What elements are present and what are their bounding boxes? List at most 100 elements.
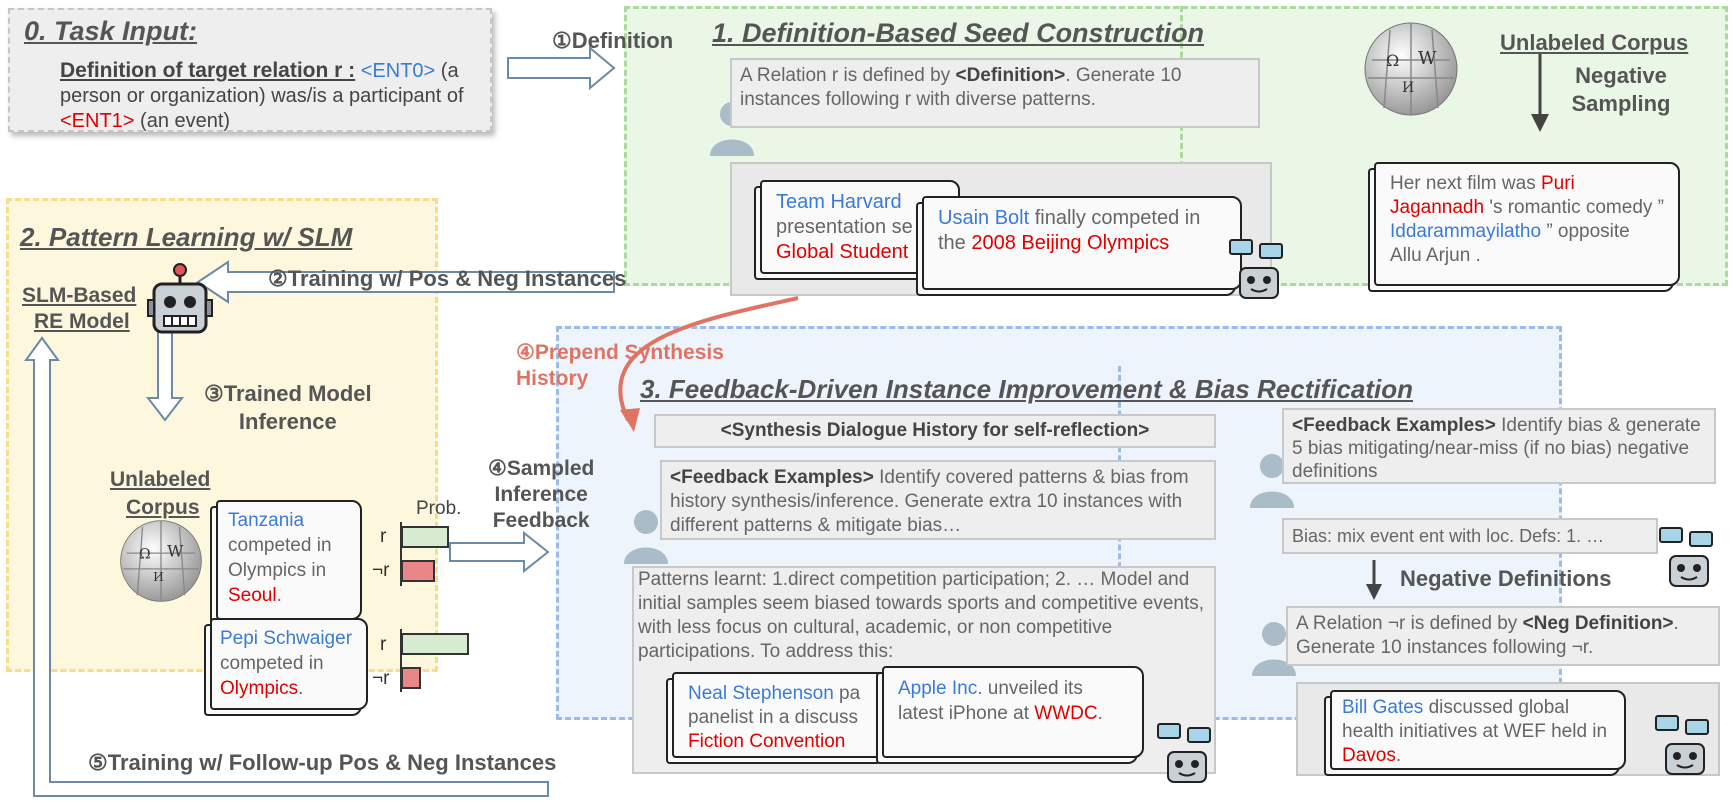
- patterns-text: Patterns learnt: 1.direct competition pa…: [638, 569, 1205, 662]
- slm-robot-icon: [147, 263, 213, 334]
- entity-tail: 2008 Beijing Olympics: [971, 232, 1170, 254]
- instance-text: competed in Olympics in: [228, 535, 332, 581]
- task-definition-part: (an event): [140, 110, 231, 132]
- task-input-title: 0. Task Input:: [24, 16, 198, 46]
- robot-icon: [1157, 723, 1211, 783]
- inference-doc-b: Pepi Schwaiger competed in Olympics.: [210, 618, 368, 710]
- prob-bar-b-r: [401, 633, 469, 655]
- instance-text: finally competed in the: [938, 207, 1201, 254]
- model-label-line2: RE Model: [34, 310, 130, 333]
- task-definition-part: (a: [440, 60, 459, 82]
- robot-icon: [1229, 239, 1283, 299]
- negative-instance-doc: Bill Gates discussed global health initi…: [1330, 690, 1626, 770]
- seed-construction-title: 1. Definition-Based Seed Construction: [712, 18, 1205, 48]
- bias-result-text: Bias: mix event ent with loc. Defs: 1. …: [1292, 526, 1605, 546]
- followup-training-arrow-icon: [24, 336, 549, 797]
- negative-instance-doc: Her next film was Puri Jagannadh 's roma…: [1374, 162, 1680, 286]
- probability-bars: [400, 522, 469, 692]
- negative-definitions-label: Negative Definitions: [1400, 566, 1612, 591]
- bar-label-r: r: [380, 634, 387, 655]
- feedback-panel-divider: [1118, 366, 1121, 720]
- step1-definition-label: ①Definition: [552, 28, 674, 53]
- svg-text:Ω: Ω: [1386, 51, 1399, 70]
- svg-text:И: И: [153, 570, 164, 584]
- task-definition-text: Definition of target relation r : <ENT0>…: [60, 58, 490, 134]
- inference-doc-a: Tanzania competed in Olympics in Seoul.: [216, 500, 362, 620]
- seed-instance-doc: Usain Bolt finally competed in the 2008 …: [922, 196, 1242, 290]
- instance-text: competed in: [220, 653, 324, 674]
- negative-prompt-text: A Relation ¬r is defined by: [1296, 613, 1518, 634]
- feedback-prompt-bubble: <Feedback Examples> Identify covered pat…: [660, 460, 1216, 540]
- bias-feedback-bubble: <Feedback Examples> Identify bias & gene…: [1282, 408, 1716, 484]
- instance-text: pa panelist in a discuss: [688, 683, 861, 728]
- task-definition-part: person or organization) was/is a partici…: [60, 85, 442, 107]
- instance-text: .: [1395, 745, 1402, 766]
- prob-bar-b-not-r: [401, 667, 421, 689]
- entity-head: Usain Bolt: [938, 207, 1030, 229]
- negative-sampling-label: Negative Sampling: [1556, 62, 1686, 118]
- bar-label-r: r: [380, 526, 387, 547]
- entity-head: Team Harvard: [776, 191, 902, 213]
- training-arrow-icon: [196, 260, 615, 304]
- history-text: <Synthesis Dialogue History for self-ref…: [720, 420, 1150, 441]
- seed-prompt-text: A Relation r is defined by: [740, 65, 951, 86]
- person-icon: [1252, 622, 1296, 676]
- negative-sampling-text: Negative Sampling: [1571, 63, 1671, 116]
- neg-definition-tag: <Neg Definition>: [1522, 613, 1674, 634]
- entity-tail: Davos: [1342, 745, 1396, 766]
- entity-tail: Olympics: [220, 678, 299, 699]
- task-input-panel: [8, 8, 492, 132]
- instance-text: ” opposite Allu Arjun .: [1390, 221, 1630, 266]
- bias-result-bubble: Bias: mix event ent with loc. Defs: 1. …: [1282, 518, 1658, 554]
- robot-icon: [1659, 527, 1713, 587]
- step3-inference-label: ③Trained Model Inference: [204, 380, 372, 436]
- step4-prepend-label: ④Prepend Synthesis History: [516, 340, 724, 392]
- prob-label: Prob.: [416, 498, 462, 519]
- step3-line2: Inference: [238, 409, 337, 434]
- instance-text: .: [276, 585, 282, 606]
- feedback-arrow-icon: [449, 530, 550, 574]
- svg-text:W: W: [167, 542, 184, 561]
- entity-tail: Fiction Convention: [688, 731, 846, 752]
- seed-prompt-text: . Generate 10 instances following r with…: [740, 65, 1182, 110]
- step5-followup-label: ⑤Training w/ Follow-up Pos & Neg Instanc…: [88, 750, 557, 775]
- instance-text: discussed global health initiatives at W…: [1342, 697, 1608, 742]
- robot-icon: [1655, 715, 1709, 775]
- entity-tail: WWDC: [1034, 703, 1098, 724]
- pattern-learning-title: 2. Pattern Learning w/ SLM: [20, 222, 353, 252]
- improved-instance-doc: Neal Stephenson pa panelist in a discuss…: [672, 672, 892, 758]
- entity-tail: Puri Jagannadh: [1390, 173, 1575, 218]
- negative-definitions-arrow-head-icon: [1366, 584, 1382, 600]
- entity-head: Tanzania: [228, 510, 305, 531]
- definition-tag: <Definition>: [955, 65, 1066, 86]
- step3-line1: ③Trained Model: [204, 381, 372, 406]
- model-label-line1: SLM-Based: [22, 284, 137, 307]
- step4-sampled-line2: Inference: [494, 483, 588, 506]
- corpus-label-line2: Corpus: [126, 496, 200, 519]
- step2-training-label: ②Training w/ Pos & Neg Instances: [268, 266, 627, 291]
- entity-head: Bill Gates: [1342, 697, 1424, 718]
- step4-prepend-line1: ④Prepend Synthesis: [516, 341, 724, 364]
- entity-tail: Global Student: [776, 241, 909, 263]
- entity-head: Pepi Schwaiger: [220, 628, 353, 649]
- seed-prompt-bubble: A Relation r is defined by <Definition>.…: [730, 58, 1260, 128]
- step4-sampled-line1: ④Sampled: [488, 457, 595, 480]
- entity-head: Iddarammayilatho: [1390, 221, 1542, 242]
- svg-text:И: И: [1402, 80, 1414, 96]
- history-bubble: <Synthesis Dialogue History for self-ref…: [654, 414, 1216, 448]
- bias-feedback-text: Identify bias & generate 5 bias mitigati…: [1292, 415, 1701, 482]
- corpus-label-line1: Unlabeled: [110, 468, 211, 491]
- instance-text: presentation se: [776, 216, 913, 238]
- svg-text:W: W: [1418, 48, 1437, 69]
- definition-arrow-icon: [507, 45, 616, 91]
- instance-text: .: [298, 678, 304, 699]
- step4-prepend-line2: History: [516, 367, 589, 390]
- ent0-tag: <ENT0>: [360, 60, 436, 82]
- unlabeled-corpus-label: Unlabeled Corpus: [1500, 30, 1689, 55]
- instance-text: .: [1097, 703, 1103, 724]
- prob-bar-a-not-r: [401, 560, 435, 582]
- task-definition-part: of: [446, 85, 464, 107]
